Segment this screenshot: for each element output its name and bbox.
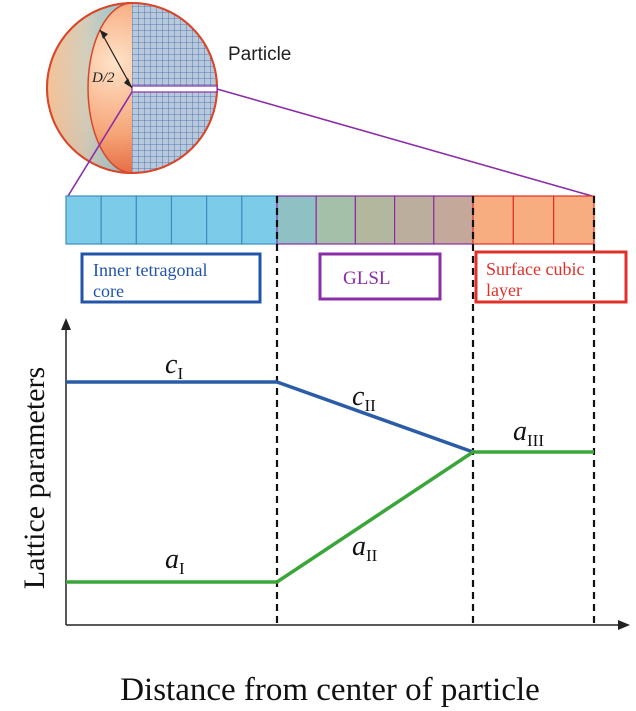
glsl-cell [315,195,357,245]
inner-core-label-line1: Inner tetragonal [93,260,207,280]
particle-sphere: D/2 [46,2,218,174]
glsl-cell [394,195,435,245]
a3-label: aIII [513,416,544,450]
glsl-cell [433,195,474,245]
surface-cell [553,195,595,245]
inner-core-cell [170,195,208,245]
x-axis-label: Distance from center of particle [120,672,540,708]
zoom-line-right [216,88,593,197]
plot-axes [61,318,630,630]
layer-strip [65,195,595,245]
inner-core-cell [241,195,278,245]
legend-glsl: GLSL [318,252,442,301]
c-parameter-curve [66,380,474,454]
particle-label: Particle [228,44,291,65]
a-parameter-curve [66,450,594,584]
inner-core-cell [65,195,102,245]
zoom-line-left [67,91,133,197]
radius-arrow [99,29,133,89]
glsl-cell [276,195,317,245]
legend-inner-core: Inner tetragonal core [80,252,262,304]
inner-core-label-line2: core [93,281,124,301]
inner-core-cell [206,195,243,245]
c1-label: cI [165,349,183,383]
surface-cell [512,195,555,245]
y-axis-label: Lattice parameters [18,367,51,589]
particle-slice [131,85,218,93]
surface-cell [472,195,514,245]
inner-core-cell [100,195,137,245]
surface-label-line2: layer [486,280,522,300]
a2-label: aII [352,531,378,565]
a1-label: aI [165,544,185,578]
glsl-cell [354,195,396,245]
surface-label-line1: Surface cubic [486,259,584,279]
legend-surface-layer: Surface cubic layer [474,250,628,304]
glsl-label: GLSL [343,268,391,289]
radius-label: D/2 [91,70,115,86]
inner-core-cell [135,195,173,245]
c2-label: cII [352,381,376,415]
